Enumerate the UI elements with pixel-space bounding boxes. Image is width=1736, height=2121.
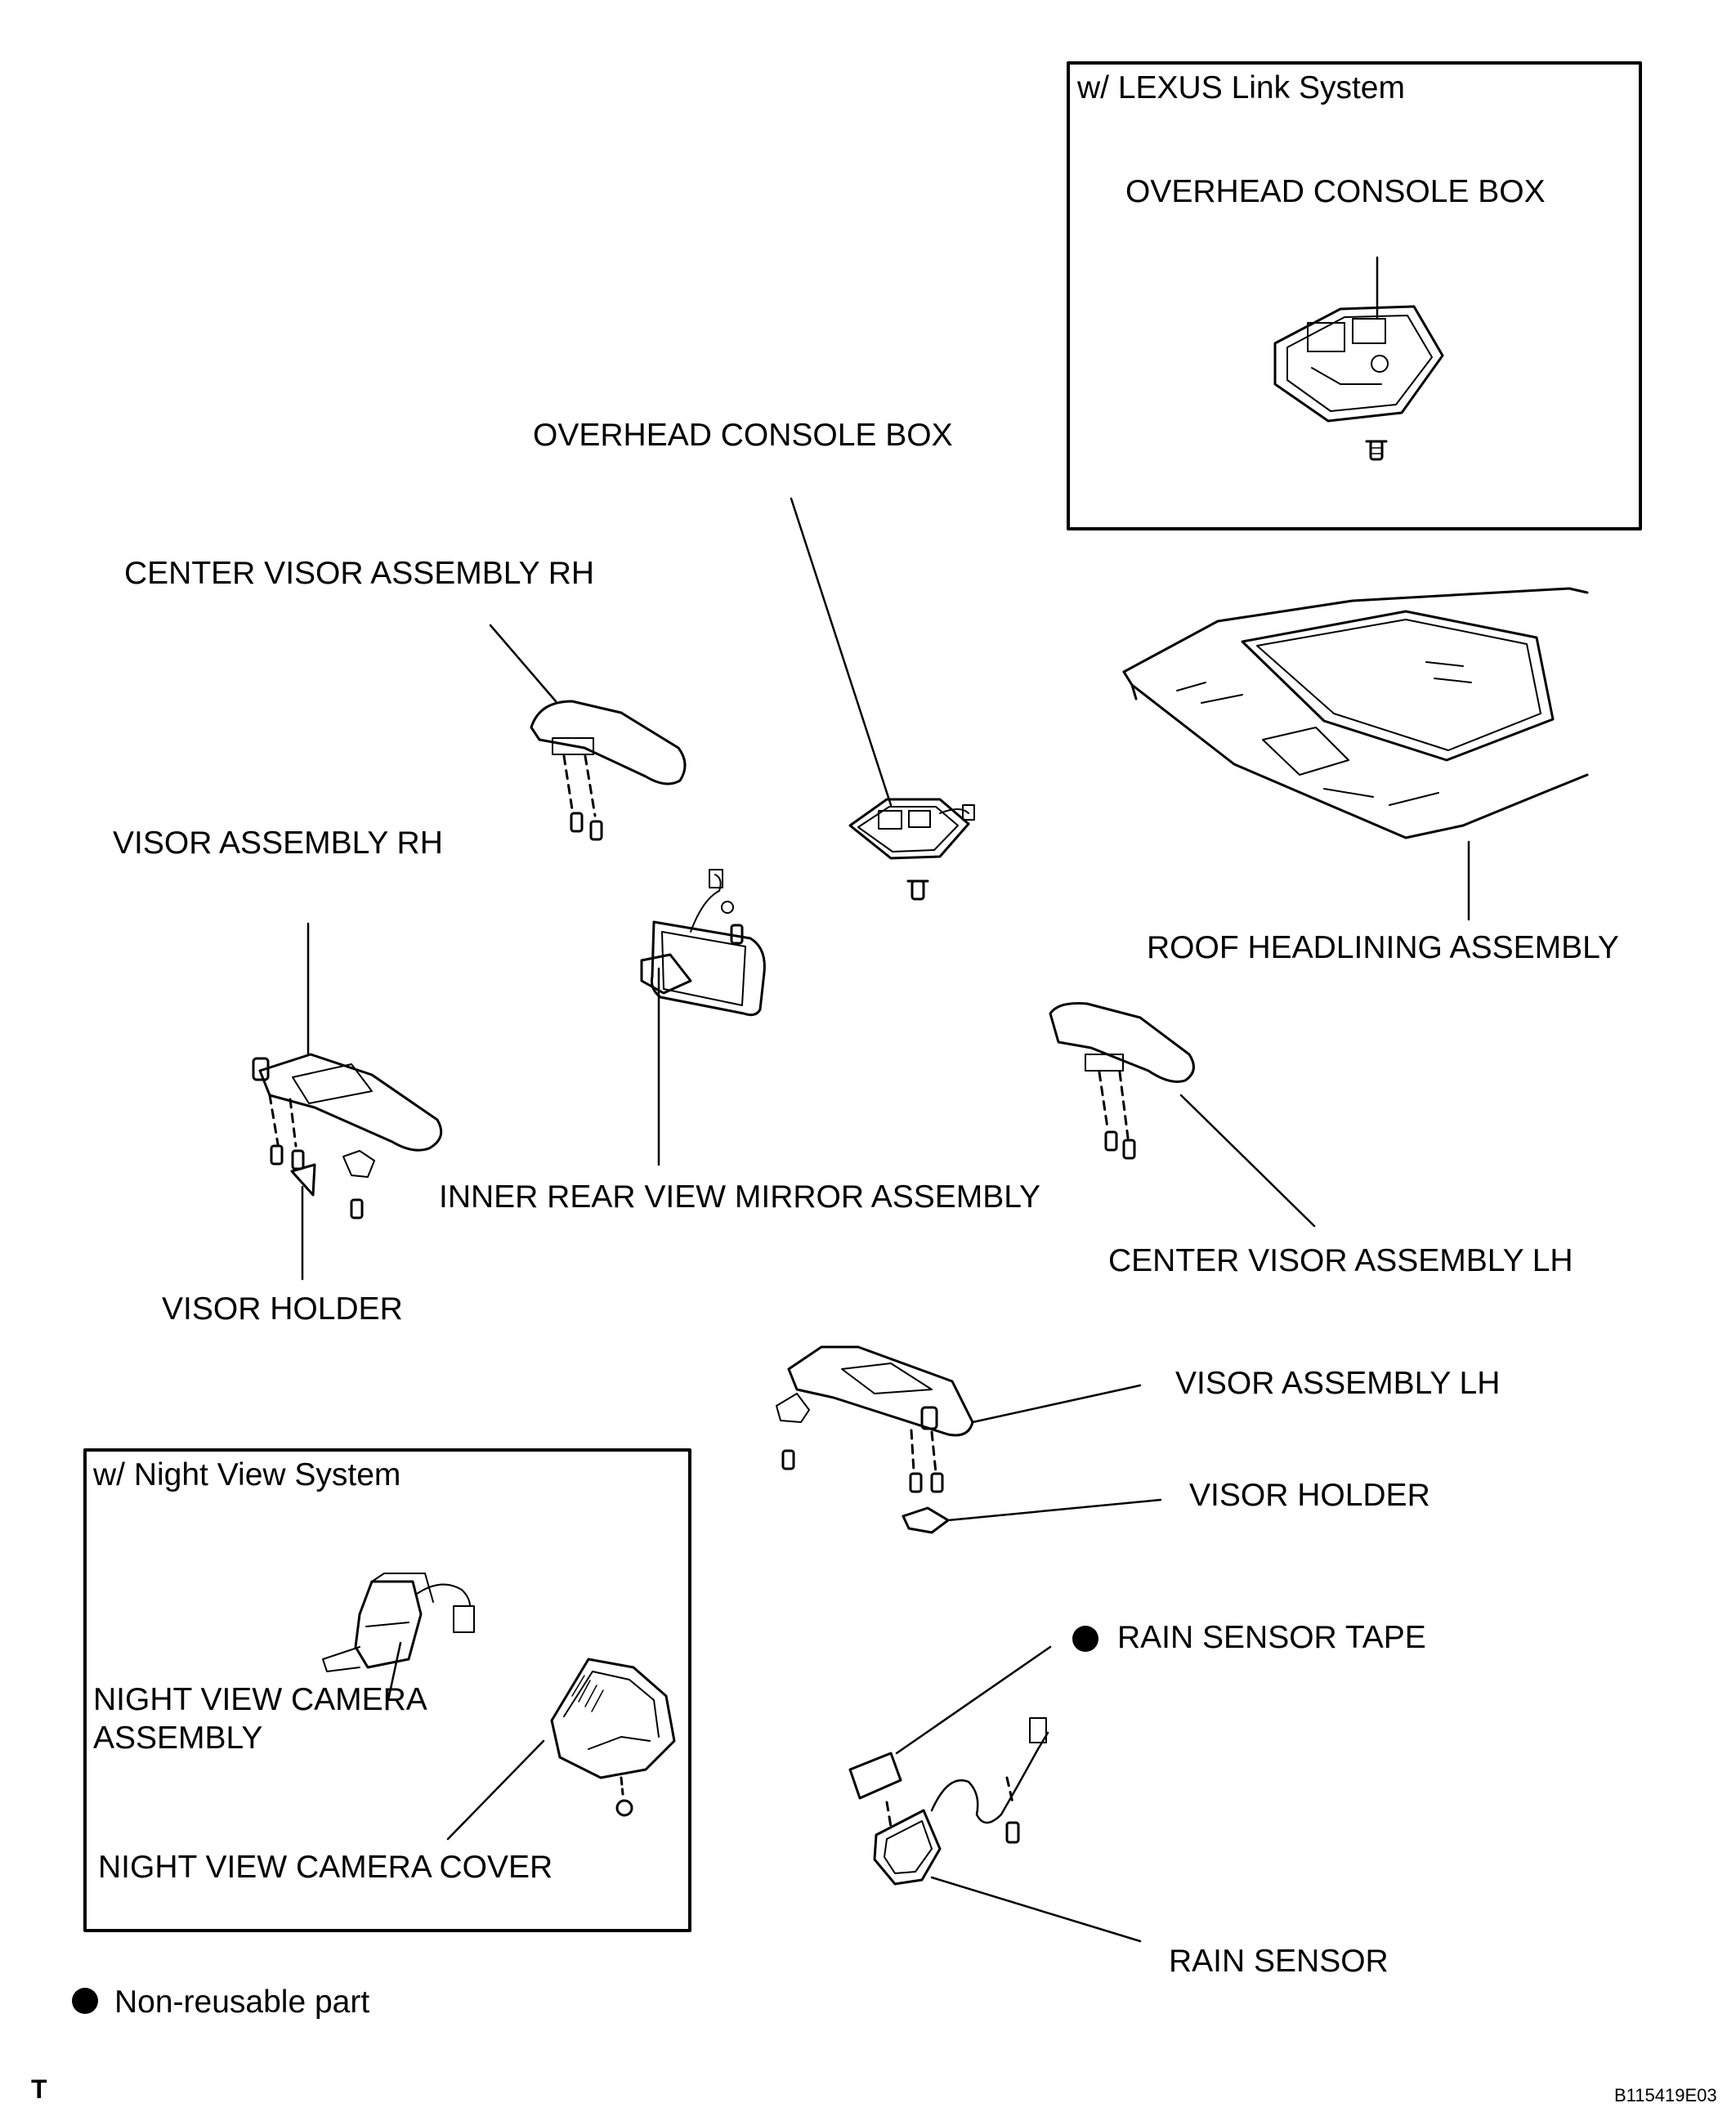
leader-rain-sensor [930, 1876, 1142, 1943]
center-visor-rh-screws [570, 812, 603, 841]
label-visor-holder-rh: VISOR HOLDER [162, 1291, 403, 1327]
night-view-inset-title: w/ Night View System [93, 1457, 401, 1492]
leader-center-visor-rh [489, 624, 557, 703]
lexus-link-inset-frame [1067, 61, 1642, 530]
center-visor-rh-drawing [530, 700, 687, 841]
label-visor-lh: VISOR ASSEMBLY LH [1175, 1366, 1501, 1401]
rain-sensor-drawing [848, 1717, 1049, 1886]
lexus-inset-title: w/ LEXUS Link System [1077, 70, 1405, 105]
visor-holder-rh-part [290, 1163, 316, 1197]
roof-headlining-drawing [1122, 587, 1589, 839]
night-view-camera-cover-drawing [550, 1658, 676, 1817]
night-view-inset-frame [83, 1448, 691, 1932]
filled-circle-icon [1072, 1626, 1098, 1652]
label-night-view-camera-line2: ASSEMBLY [93, 1721, 263, 1756]
lexus-console-box-drawing [1273, 305, 1444, 461]
lexus-console-screw [1365, 440, 1388, 461]
leader-night-camera-cover [446, 1739, 545, 1841]
label-lexus-overhead-console-box: OVERHEAD CONSOLE BOX [1125, 174, 1546, 209]
inner-mirror-drawing [640, 869, 766, 1017]
label-center-visor-rh: CENTER VISOR ASSEMBLY RH [124, 556, 595, 591]
inner-mirror-screw [730, 924, 744, 945]
visor-rh-screws [270, 1144, 305, 1170]
night-view-camera-drawing [322, 1573, 475, 1672]
visor-clip-lh-part [776, 1393, 810, 1423]
label-night-view-camera-line1: NIGHT VIEW CAMERA [93, 1682, 427, 1717]
label-center-visor-lh: CENTER VISOR ASSEMBLY LH [1108, 1243, 1573, 1278]
visor-rh-drawing [252, 1053, 443, 1219]
label-rain-sensor: RAIN SENSOR [1169, 1944, 1389, 1979]
figure-code: B115419E03 [1614, 2085, 1717, 2105]
label-night-view-camera-cover: NIGHT VIEW CAMERA COVER [98, 1850, 553, 1885]
label-roof-headlining: ROOF HEADLINING ASSEMBLY [1147, 930, 1619, 965]
label-visor-rh: VISOR ASSEMBLY RH [113, 826, 443, 861]
leader-night-camera [387, 1641, 402, 1702]
label-overhead-console-box: OVERHEAD CONSOLE BOX [533, 418, 953, 453]
label-rain-sensor-tape: RAIN SENSOR TAPE [1117, 1620, 1426, 1655]
leader-overhead-console [790, 497, 893, 807]
visor-lh-screws [909, 1472, 944, 1493]
center-visor-lh-screws [1104, 1130, 1136, 1160]
leader-center-visor-lh [1179, 1094, 1316, 1228]
visor-lh-drawing [776, 1345, 974, 1534]
leader-rain-sensor-tape [895, 1645, 1052, 1755]
visor-holder-lh-part [902, 1506, 950, 1534]
overhead-console-screw [906, 879, 929, 901]
filled-circle-icon [72, 1988, 98, 2014]
rain-sensor-tape-part [848, 1752, 902, 1800]
overhead-console-box-drawing [848, 798, 975, 901]
label-visor-holder-lh: VISOR HOLDER [1189, 1478, 1430, 1513]
label-inner-mirror: INNER REAR VIEW MIRROR ASSEMBLY [439, 1179, 1041, 1215]
leader-visor-holder-lh [946, 1498, 1162, 1522]
visor-clip-rh-part [342, 1150, 375, 1178]
legend-non-reusable: Non-reusable part [114, 1985, 370, 2020]
center-visor-lh-drawing [1049, 1002, 1195, 1160]
corner-mark: T [31, 2074, 47, 2104]
leader-lines [301, 256, 1470, 1943]
leader-visor-lh [971, 1384, 1142, 1424]
